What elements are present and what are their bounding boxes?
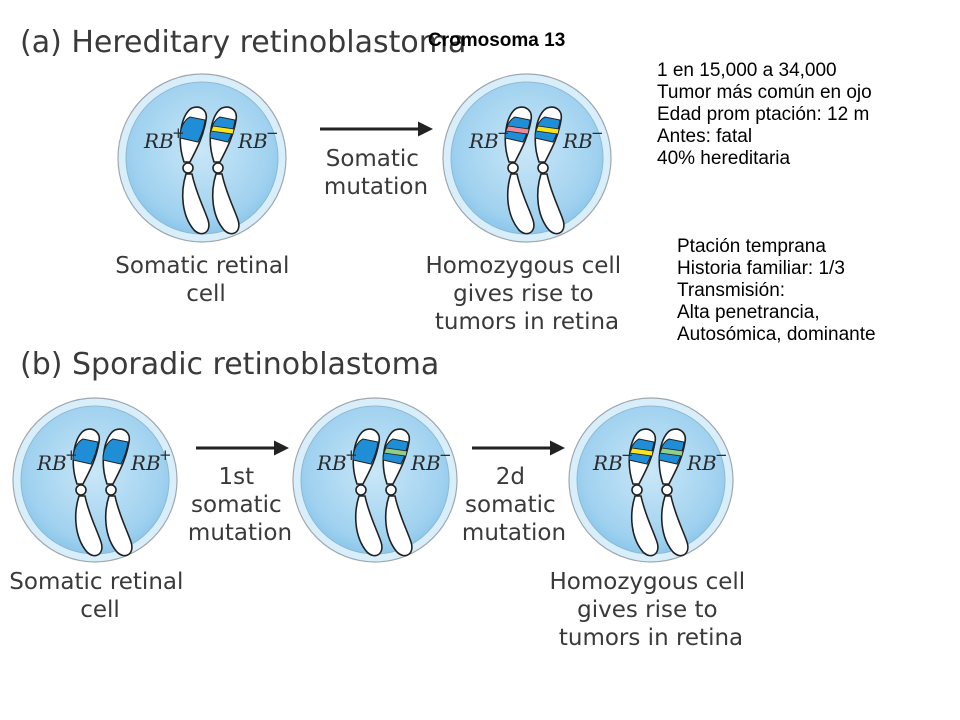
- cell-b1-allele-right: RB: [130, 451, 161, 475]
- arrow-b2-label: 2d somatic mutation: [462, 464, 566, 546]
- cell-a2: [442, 73, 612, 243]
- cell-a2-chromosome-left: [504, 106, 535, 235]
- cell-b1-allele-left: RB: [36, 451, 67, 475]
- cell-b2-allele-left: RB: [316, 451, 347, 475]
- cell-a2-allele-right-sign: −: [591, 124, 604, 142]
- cell-a1-chromosome-left: [179, 106, 210, 235]
- cell-a1-allele-left-sign: +: [172, 124, 185, 142]
- fact-item: 40% hereditaria: [657, 148, 791, 169]
- arrow-b1-label: 1st somatic mutation: [188, 464, 292, 546]
- fact-item: Tumor más común en ojo: [657, 82, 872, 103]
- cell-a1-allele-right: RB: [237, 129, 268, 153]
- cell-a1-chromosome-right: [209, 106, 240, 235]
- cell-a2-chromosome-right: [534, 106, 565, 235]
- caption-b1: Somatic retinal cell: [9, 569, 190, 623]
- cell-b2-allele-right-sign: −: [439, 446, 452, 464]
- cell-b2-chromosome-left: [352, 428, 383, 557]
- caption-a2: Homozygous cell gives rise to tumors in …: [426, 253, 629, 335]
- cell-b3-chromosome-left: [628, 428, 659, 557]
- cell-b2-chromosome-right: [382, 428, 413, 557]
- cell-b3-allele-right-sign: −: [715, 446, 728, 464]
- cell-b3-allele-left: RB: [592, 451, 623, 475]
- chromosome-layer: RB+RB−RB−RB−RB+RB+RB+RB−RB−RB−: [36, 106, 728, 557]
- feature-item: Alta penetrancia,: [677, 302, 820, 323]
- fact-item: 1 en 15,000 a 34,000: [657, 60, 837, 81]
- cell-a1-allele-left: RB: [143, 129, 174, 153]
- cell-b1-chromosome-left: [72, 428, 103, 557]
- fact-item: Antes: fatal: [657, 126, 753, 147]
- caption-b3: Homozygous cell gives rise to tumors in …: [550, 569, 753, 651]
- feature-item: Transmisión:: [677, 280, 786, 301]
- panel-a-title: (a) Hereditary retinoblastoma: [20, 25, 466, 60]
- cell-b1-chromosome-right: [102, 428, 133, 557]
- cell-b2-allele-right: RB: [410, 451, 441, 475]
- cell-b1-allele-right-sign: +: [159, 446, 172, 464]
- arrow-a-label: Somatic mutation: [324, 146, 428, 200]
- caption-a1: Somatic retinal cell: [115, 253, 296, 307]
- facts-list: 1 en 15,000 a 34,000 Tumor más común en …: [657, 60, 872, 170]
- cell-b1-allele-left-sign: +: [65, 446, 78, 464]
- cell-b2-allele-left-sign: +: [345, 446, 358, 464]
- cell-b3-chromosome-right: [658, 428, 689, 557]
- feature-item: Historia familiar: 1/3: [677, 258, 845, 279]
- cell-b3-allele-left-sign: −: [621, 446, 634, 464]
- cell-b3-allele-right: RB: [686, 451, 717, 475]
- feature-item: Ptación temprana: [677, 236, 826, 257]
- features-list: Ptación temprana Historia familiar: 1/3 …: [677, 236, 876, 346]
- cell-a2-allele-right: RB: [562, 129, 593, 153]
- panel-b-title: (b) Sporadic retinoblastoma: [20, 347, 439, 382]
- cell-a1: [117, 73, 287, 243]
- feature-item: Autosómica, dominante: [677, 324, 876, 345]
- cell-a2-allele-left: RB: [468, 129, 499, 153]
- chromosome-label: Cromosoma 13: [428, 30, 566, 51]
- fact-item: Edad prom ptación: 12 m: [657, 104, 870, 125]
- cell-a2-allele-left-sign: −: [497, 124, 510, 142]
- cell-a1-allele-right-sign: −: [266, 124, 279, 142]
